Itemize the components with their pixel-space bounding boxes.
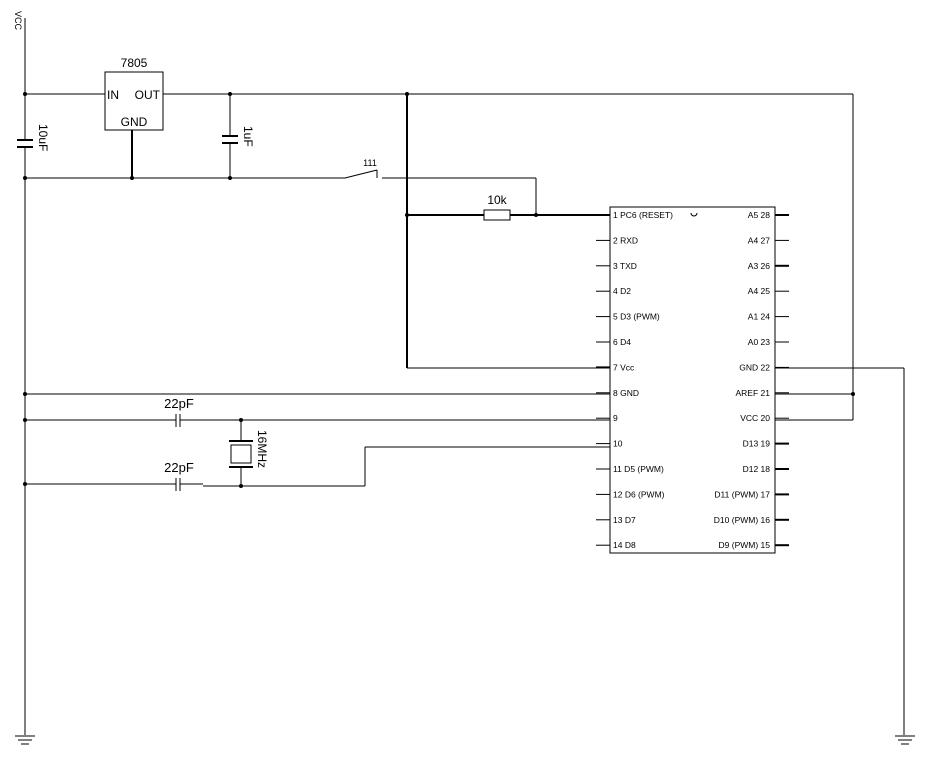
chip-pin-label-right: A0 23 <box>748 337 770 347</box>
crystal-cap1-label: 22pF <box>164 396 194 411</box>
vcc-label: VCC <box>13 11 23 31</box>
regulator-out-label: OUT <box>135 88 161 102</box>
junction-dot <box>405 213 409 217</box>
chip-pin-label-left: 5 D3 (PWM) <box>613 312 660 322</box>
chip-pin-label-right: A1 24 <box>748 312 770 322</box>
input-capacitor: 10uF <box>17 124 50 151</box>
crystal-circuit: 22pF 22pF 16MHz <box>25 396 610 491</box>
regulator-part-label: 7805 <box>121 56 148 70</box>
junction-dot <box>23 176 27 180</box>
ground-symbol-left <box>15 735 35 745</box>
chip-pin-label-left: 12 D6 (PWM) <box>613 489 665 499</box>
chip-pin-label-left: 1 PC6 (RESET) <box>613 210 673 220</box>
chip-pin-label-left: 3 TXD <box>613 261 637 271</box>
chip-pin-label-right: D11 (PWM) 17 <box>714 489 770 499</box>
chip-pin-label-right: D12 18 <box>743 464 771 474</box>
chip-pin-label-right: A4 27 <box>748 235 770 245</box>
chip-pin-label-left: 11 D5 (PWM) <box>613 464 664 474</box>
pullup-resistor: 10k <box>407 193 610 221</box>
voltage-regulator: 7805 IN OUT GND <box>104 56 164 178</box>
gnd22-return <box>775 367 905 735</box>
junction-dot <box>239 484 243 488</box>
chip-pin-label-right: VCC 20 <box>740 413 770 423</box>
junction-dot <box>851 392 855 396</box>
junction-dot <box>534 213 538 217</box>
chip-pin-label-right: A3 26 <box>748 261 770 271</box>
chip-pin-label-right: D10 (PWM) 16 <box>714 515 770 525</box>
chip-pin-label-right: GND 22 <box>739 362 770 372</box>
output-capacitor: 1uF <box>222 94 255 178</box>
junction-dot <box>23 418 27 422</box>
top-supply-wires <box>25 93 854 421</box>
output-capacitor-label: 1uF <box>241 126 255 147</box>
chip-pin-label-left: 2 RXD <box>613 235 638 245</box>
chip-pin-label-left: 13 D7 <box>613 515 636 525</box>
chip-pin-label-right: D9 (PWM) 15 <box>719 540 771 550</box>
chip-pin-label-right: D13 19 <box>743 439 771 449</box>
chip-pin-label-left: 7 Vcc <box>613 362 635 372</box>
chip-pin-label-left: 14 D8 <box>613 540 636 550</box>
chip-pin-label-left: 10 <box>613 439 623 449</box>
chip-pin-label-left: 9 <box>613 413 618 423</box>
switch-label: 111 <box>363 158 377 168</box>
chip-pin-label-left: 6 D4 <box>613 337 631 347</box>
junction-dot <box>130 176 134 180</box>
junction-dot <box>405 92 409 96</box>
chip-pin-label-left: 4 D2 <box>613 286 631 296</box>
junction-dots <box>23 92 855 488</box>
supply-rail: VCC <box>13 11 26 735</box>
vcc-bus <box>406 94 610 369</box>
reset-switch: 111 <box>25 158 537 215</box>
crystal-label: 16MHz <box>255 430 269 468</box>
microcontroller-chip: 1 PC6 (RESET) 2 RXD 3 TXD 4 D2 5 D3 (PWM) 6 D… <box>596 206 789 554</box>
junction-dot <box>228 92 232 96</box>
chip-pin-label-left: 8 GND <box>613 388 639 398</box>
regulator-gnd-label: GND <box>121 115 148 129</box>
chip-pin-label-right: AREF 21 <box>736 388 771 398</box>
chip-notch <box>690 212 698 217</box>
chip-left-pins: 1 PC6 (RESET) 2 RXD 3 TXD 4 D2 5 D3 (PWM) 6 D… <box>596 210 673 550</box>
junction-dot <box>228 176 232 180</box>
junction-dot <box>239 418 243 422</box>
junction-dot <box>23 482 27 486</box>
regulator-in-label: IN <box>107 88 119 102</box>
resistor-label: 10k <box>487 193 507 207</box>
junction-dot <box>23 92 27 96</box>
chip-pin-label-right: A5 28 <box>748 210 770 220</box>
crystal-cap2-label: 22pF <box>164 460 194 475</box>
chip-body <box>609 206 776 554</box>
input-capacitor-label: 10uF <box>36 124 50 151</box>
chip-pin-label-right: A4 25 <box>748 286 770 296</box>
chip-right-pins: A5 28 A4 27 A3 26 A4 25 A1 24 A0 23 GND 22 AREF… <box>714 210 789 550</box>
ground-symbol-right <box>895 735 915 745</box>
junction-dot <box>23 392 27 396</box>
